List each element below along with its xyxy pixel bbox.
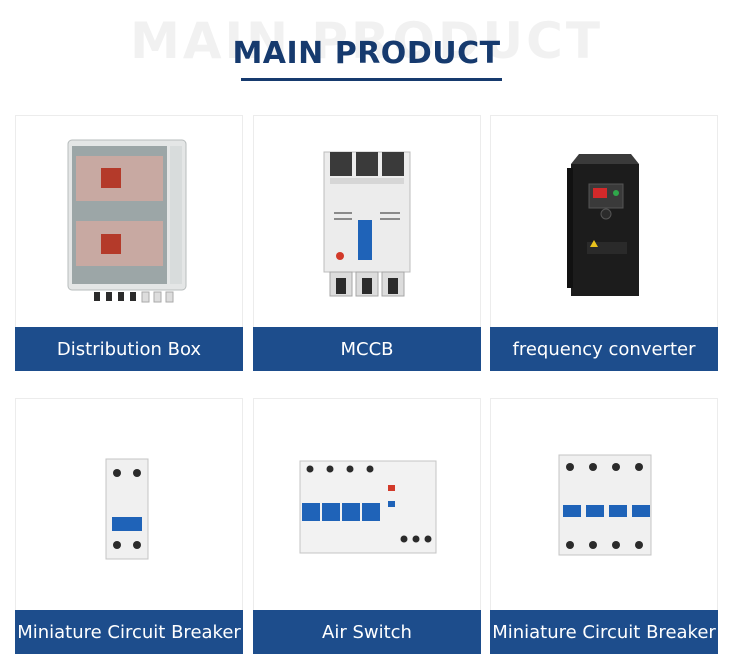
product-label-miniature-circuit-breaker-1: Miniature Circuit Breaker xyxy=(15,610,243,654)
product-card-miniature-circuit-breaker-1[interactable]: Miniature Circuit Breaker xyxy=(15,398,243,654)
product-card-distribution-box[interactable]: Distribution Box xyxy=(15,115,243,371)
miniature-circuit-breaker-image xyxy=(16,399,242,609)
air-switch-image xyxy=(254,399,480,609)
mccb-image xyxy=(254,116,480,328)
product-label-mccb: MCCB xyxy=(253,327,481,371)
header-ghost-text: MAIN PRODUCT xyxy=(130,12,603,70)
section-header: MAIN PRODUCT MAIN PRODUCT xyxy=(0,0,733,100)
title-underline xyxy=(241,78,502,81)
product-label-miniature-circuit-breaker-2: Miniature Circuit Breaker xyxy=(490,610,718,654)
frequency-converter-image xyxy=(491,116,717,328)
distribution-box-image xyxy=(16,116,242,328)
product-card-mccb[interactable]: MCCB xyxy=(253,115,481,371)
product-label-frequency-converter: frequency converter xyxy=(490,327,718,371)
miniature-circuit-breaker-4p-image xyxy=(491,399,717,609)
page-title: MAIN PRODUCT xyxy=(232,36,501,71)
product-label-air-switch: Air Switch xyxy=(253,610,481,654)
product-card-frequency-converter[interactable]: frequency converter xyxy=(490,115,718,371)
product-card-air-switch[interactable]: Air Switch xyxy=(253,398,481,654)
product-label-distribution-box: Distribution Box xyxy=(15,327,243,371)
product-card-miniature-circuit-breaker-2[interactable]: Miniature Circuit Breaker xyxy=(490,398,718,654)
